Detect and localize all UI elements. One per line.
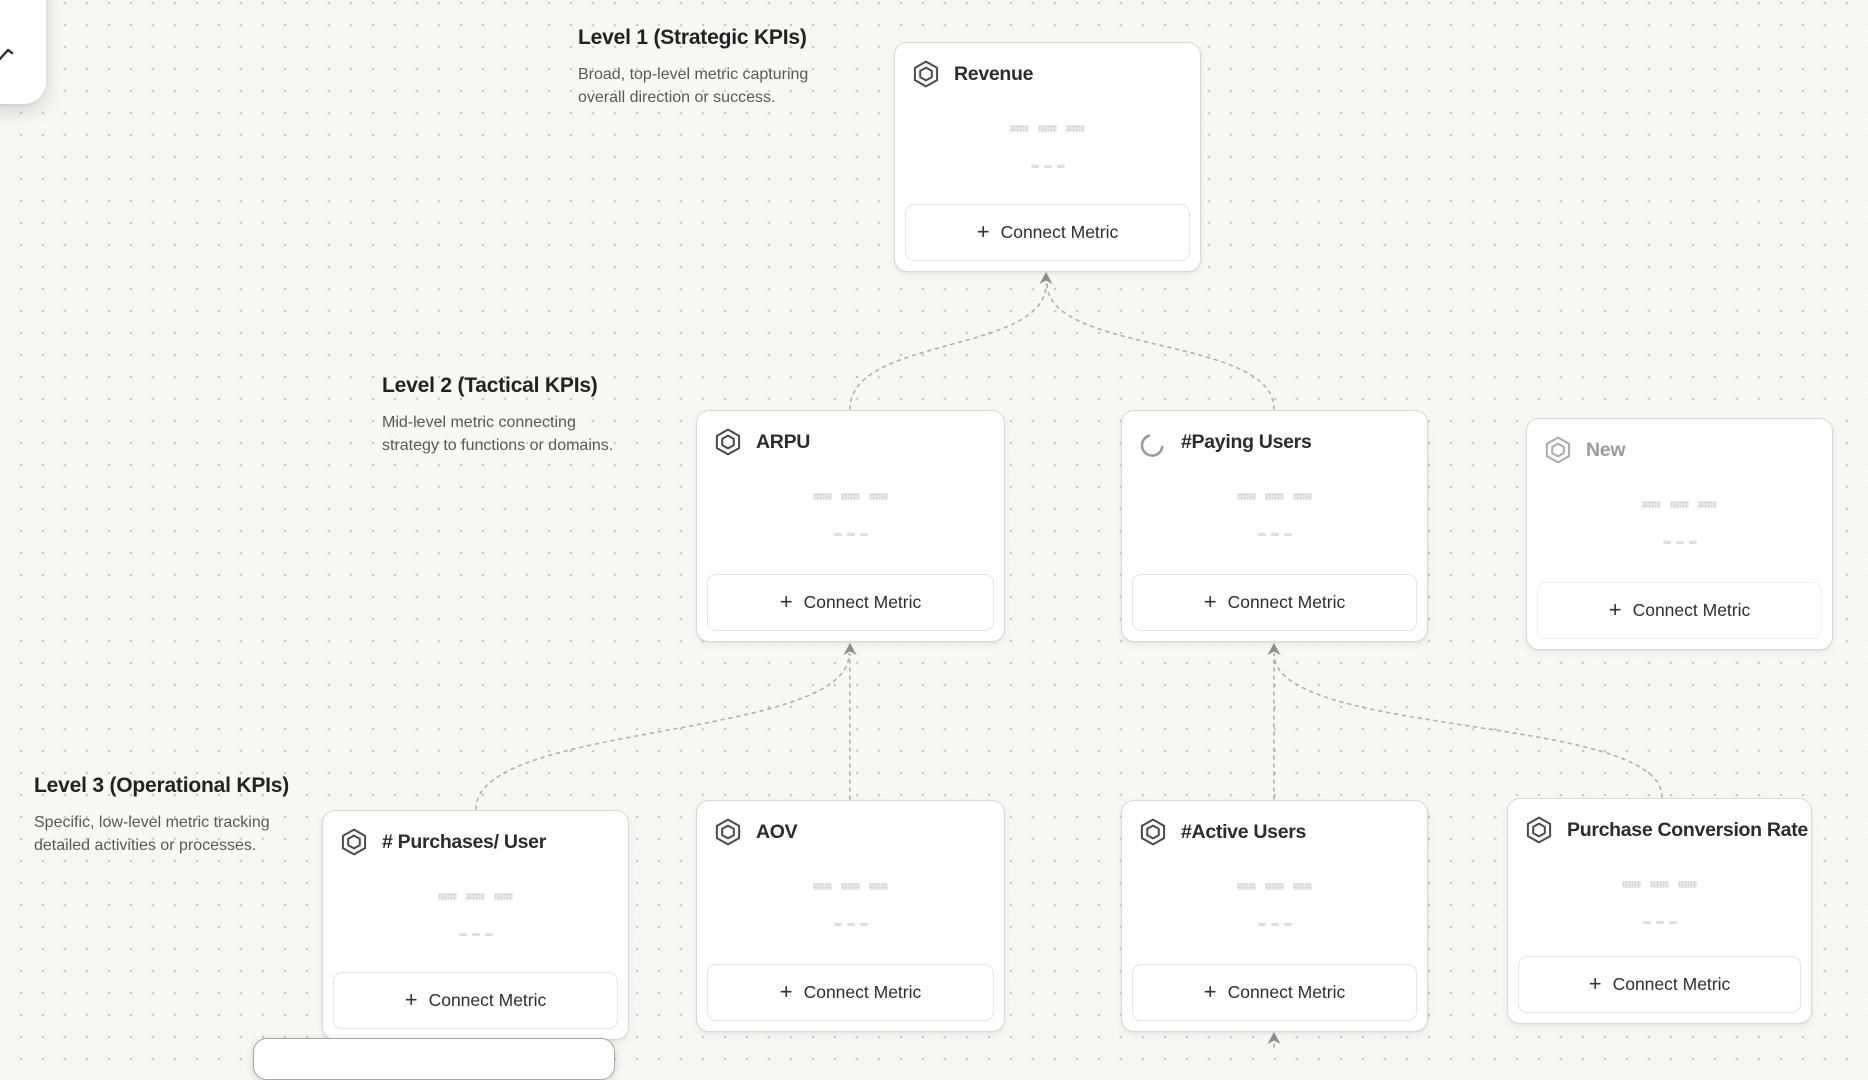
connect-metric-label: Connect Metric	[428, 990, 547, 1010]
metric-hexagon-icon	[1545, 436, 1571, 464]
card-header: #Paying Users	[1122, 411, 1427, 457]
metric-card-title: Revenue	[954, 62, 1034, 85]
metric-card-purchases-per-user[interactable]: # Purchases/ User + Connect Metric	[322, 810, 629, 1040]
card-header: AOV	[697, 801, 1004, 847]
metric-card-aov[interactable]: AOV + Connect Metric	[696, 800, 1005, 1032]
card-header: ARPU	[697, 411, 1004, 457]
connect-metric-label: Connect Metric	[803, 982, 922, 1002]
metric-card-title: Purchase Conversion Rate	[1567, 818, 1808, 841]
level-3-description: Specific, low-level metric tracking deta…	[34, 814, 270, 855]
partial-metric-card[interactable]	[253, 1038, 615, 1080]
plus-icon: +	[1608, 596, 1622, 622]
toolbar-panel[interactable]	[0, 0, 46, 104]
metric-card-arpu[interactable]: ARPU + Connect Metric	[696, 410, 1005, 642]
loading-spinner-icon	[1140, 434, 1164, 457]
card-header: # Purchases/ User	[323, 811, 628, 857]
plus-icon: +	[1588, 970, 1602, 996]
level-3-label: Level 3 (Operational KPIs) Specific, low…	[34, 774, 289, 857]
connect-metric-label: Connect Metric	[1632, 600, 1751, 620]
card-header: Purchase Conversion Rate	[1508, 799, 1811, 845]
level-2-label: Level 2 (Tactical KPIs) Mid-level metric…	[382, 374, 634, 457]
connect-metric-button[interactable]: + Connect Metric	[905, 204, 1190, 261]
metric-card-active-users[interactable]: #Active Users + Connect Metric	[1121, 800, 1428, 1032]
connect-metric-label: Connect Metric	[1227, 982, 1346, 1002]
arrowhead-active-users	[1267, 1032, 1281, 1044]
plus-icon: +	[779, 978, 793, 1004]
metric-card-revenue[interactable]: Revenue + Connect Metric	[894, 42, 1201, 272]
level-1-title: Level 1 (Strategic KPIs)	[578, 26, 807, 49]
metric-card-title: ARPU	[756, 430, 811, 453]
level-2-description: Mid-level metric connecting strategy to …	[382, 414, 614, 455]
level-3-title: Level 3 (Operational KPIs)	[34, 774, 290, 797]
metric-card-title: #Paying Users	[1181, 430, 1312, 453]
metric-preview-skeleton	[323, 893, 628, 900]
connector-purchases-to-arpu	[475, 653, 850, 810]
connect-metric-button[interactable]: + Connect Metric	[1132, 964, 1417, 1021]
metric-card-purchase-conversion-rate[interactable]: Purchase Conversion Rate + Connect Metri…	[1507, 798, 1812, 1024]
connector-arpu-to-revenue	[849, 283, 1047, 410]
connect-metric-button[interactable]: + Connect Metric	[1518, 956, 1801, 1013]
level-1-description: Broad, top-level metric capturing overal…	[578, 66, 809, 107]
metric-hexagon-icon	[1140, 818, 1166, 846]
card-header: Revenue	[895, 43, 1200, 89]
metric-preview-dashes	[1122, 923, 1427, 926]
metric-preview-skeleton	[1122, 493, 1427, 500]
metric-preview-dashes	[1527, 541, 1832, 544]
metric-preview-dashes	[323, 933, 628, 936]
metric-preview-skeleton	[1527, 501, 1832, 508]
connector-pcr-to-payingusers	[1273, 653, 1663, 798]
metric-preview-dashes	[1122, 533, 1427, 536]
metric-hexagon-icon	[715, 818, 741, 846]
connect-metric-button[interactable]: + Connect Metric	[333, 972, 618, 1029]
metric-preview-skeleton	[1508, 881, 1811, 888]
connector-lines	[475, 272, 1663, 1048]
metric-preview-dashes	[1508, 921, 1811, 924]
plus-icon: +	[779, 588, 793, 614]
card-header: #Active Users	[1122, 801, 1427, 847]
metric-hexagon-icon	[913, 60, 939, 88]
metric-hexagon-icon	[1526, 816, 1552, 844]
metric-preview-dashes	[895, 165, 1200, 168]
metric-card-title: AOV	[756, 820, 798, 843]
metric-card-new[interactable]: New + Connect Metric	[1526, 418, 1833, 650]
card-header: New	[1527, 419, 1832, 465]
metric-preview-skeleton	[697, 883, 1004, 890]
connect-metric-button[interactable]: + Connect Metric	[1537, 582, 1822, 639]
level-1-label: Level 1 (Strategic KPIs) Broad, top-leve…	[578, 26, 830, 109]
metric-preview-skeleton	[1122, 883, 1427, 890]
connector-arrowheads	[843, 272, 1281, 1044]
cursor-tool-icon	[0, 48, 14, 61]
plus-icon: +	[1203, 978, 1217, 1004]
metric-hexagon-icon	[715, 428, 741, 456]
metric-card-paying-users[interactable]: #Paying Users + Connect Metric	[1121, 410, 1428, 642]
metric-preview-skeleton	[895, 125, 1200, 132]
connector-payingusers-to-revenue	[1046, 283, 1275, 410]
arrowhead-arpu	[843, 643, 857, 655]
arrowhead-paying-users	[1267, 643, 1281, 655]
connect-metric-label: Connect Metric	[1227, 592, 1346, 612]
metric-card-title: # Purchases/ User	[382, 830, 547, 853]
arrowhead-revenue	[1039, 272, 1053, 284]
connect-metric-label: Connect Metric	[1612, 974, 1731, 994]
metric-hexagon-icon	[341, 828, 367, 856]
metric-preview-dashes	[697, 923, 1004, 926]
plus-icon: +	[1203, 588, 1217, 614]
plus-icon: +	[404, 986, 418, 1012]
connect-metric-label: Connect Metric	[803, 592, 922, 612]
connect-metric-button[interactable]: + Connect Metric	[1132, 574, 1417, 631]
connect-metric-label: Connect Metric	[1000, 222, 1119, 242]
connect-metric-button[interactable]: + Connect Metric	[707, 574, 994, 631]
plus-icon: +	[976, 218, 990, 244]
metric-preview-skeleton	[697, 493, 1004, 500]
level-2-title: Level 2 (Tactical KPIs)	[382, 374, 598, 397]
metric-card-title: New	[1586, 438, 1626, 461]
metric-preview-dashes	[697, 533, 1004, 536]
metric-card-title: #Active Users	[1181, 820, 1307, 843]
connect-metric-button[interactable]: + Connect Metric	[707, 964, 994, 1021]
